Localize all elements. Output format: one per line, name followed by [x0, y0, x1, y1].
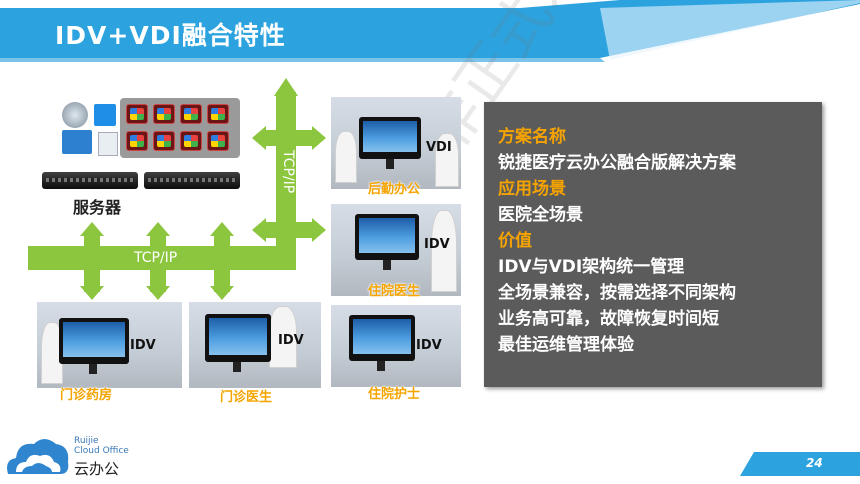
value-item: 业务高可靠，故障恢复时间短: [498, 309, 719, 329]
footer-bar: [740, 452, 860, 476]
device-label-vdi: VDI: [426, 140, 452, 155]
brand-english: Ruijie Cloud Office: [74, 436, 129, 456]
device-label-idv: IDV: [278, 333, 304, 348]
monitor-icon: [349, 315, 415, 361]
tcp-ip-label-vertical: TCP/IP: [280, 150, 296, 194]
monitor-icon: [59, 318, 129, 364]
server-cluster: [42, 98, 248, 194]
device-label-idv: IDV: [424, 237, 450, 252]
cloud-logo-icon: [7, 439, 69, 474]
brand-english-line1: Ruijie: [74, 436, 99, 446]
value-heading: 价值: [498, 231, 532, 251]
photo-inpatient-nurse: [331, 305, 461, 387]
photo-inpatient-doctor: [331, 204, 461, 296]
scenario-caption-pharmacy: 门诊药房: [60, 388, 113, 403]
brand-chinese: 云办公: [74, 460, 120, 478]
photo-outpatient-doctor: [189, 302, 321, 388]
scenario-caption-logistics: 后勤办公: [368, 182, 421, 197]
server-rack: [144, 172, 240, 189]
title-banner: [0, 0, 860, 62]
solution-name: 锐捷医疗云办公融合版解决方案: [498, 153, 736, 173]
info-box: 方案名称 锐捷医疗云办公融合版解决方案 应用场景 医院全场景 价值 IDV与VD…: [484, 102, 822, 387]
value-item: 最佳运维管理体验: [498, 335, 634, 355]
vm-grid: [120, 98, 240, 158]
device-label-idv: IDV: [130, 338, 156, 353]
page-number: 24: [806, 456, 823, 470]
solution-heading: 方案名称: [498, 127, 566, 147]
monitor-chart-icon: [62, 130, 92, 154]
server-rack: [42, 172, 138, 189]
photo-logistics-office: [331, 97, 461, 189]
database-icon: [62, 102, 88, 128]
tcp-ip-label-horizontal: TCP/IP: [134, 250, 178, 266]
device-label-idv: IDV: [416, 338, 442, 353]
scenario-caption-inpatient-nurse: 住院护士: [368, 387, 421, 402]
value-item: 全场景兼容，按需选择不同架构: [498, 283, 736, 303]
page-title: IDV+VDI融合特性: [55, 21, 286, 50]
value-item: IDV与VDI架构统一管理: [498, 257, 685, 277]
document-icon: [98, 132, 118, 156]
brand-english-line2: Cloud Office: [74, 446, 129, 456]
scenario-text: 医院全场景: [498, 205, 583, 225]
scenario-caption-outpatient-doctor: 门诊医生: [220, 390, 273, 405]
scenario-caption-inpatient-doctor: 住院医生: [368, 284, 421, 299]
monitor-icon: [359, 117, 421, 159]
server-label: 服务器: [73, 198, 122, 217]
monitor-icon: [205, 314, 271, 362]
scenario-heading: 应用场景: [498, 179, 566, 199]
photo-outpatient-pharmacy: [37, 302, 182, 388]
windows-icon: [94, 104, 116, 126]
monitor-icon: [355, 214, 419, 260]
